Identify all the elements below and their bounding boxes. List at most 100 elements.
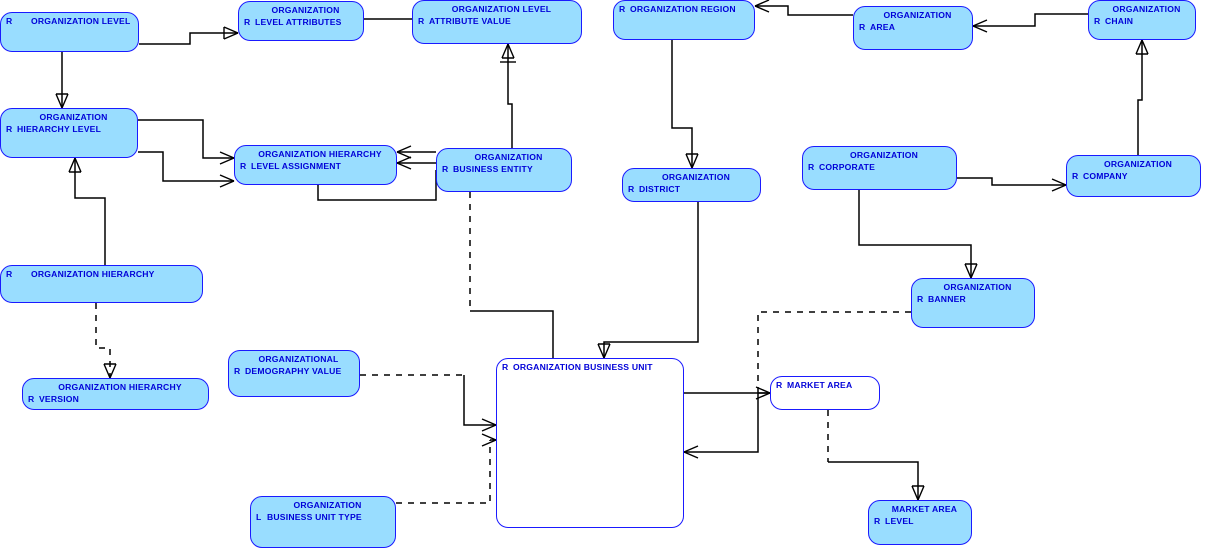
entity-key-marker: R — [874, 515, 881, 526]
connector-hierarchy-to-version — [95, 303, 111, 378]
entity-name-line-1: ORGANIZATION — [293, 500, 362, 510]
crowsfoot-businessunit-left-a — [481, 418, 497, 432]
entity-label-group: ORGANIZATION R BUSINESS ENTITY — [442, 152, 567, 175]
entity-key-marker: R — [6, 16, 13, 26]
entity-name-text: ORGANIZATION LEVEL — [31, 16, 131, 26]
crowsfoot-businessunit-right — [683, 445, 699, 459]
entity-key-marker: R — [6, 269, 13, 279]
entity-name-line-1: ORGANIZATION — [661, 172, 731, 182]
crowsfoot-banner-up — [964, 263, 978, 279]
entity-name-text: MARKET AREA — [787, 380, 853, 390]
crowsfoot-hierarchylevel-down — [68, 157, 82, 173]
entity-organization-business-entity[interactable]: ORGANIZATION R BUSINESS ENTITY — [436, 148, 572, 192]
entity-key-marker: R — [240, 160, 247, 171]
connector-area-to-chain — [973, 13, 1088, 27]
connector-demography-to-businessunit-2 — [463, 375, 496, 426]
entity-name-text: ORGANIZATION REGION — [630, 4, 736, 14]
crowsfoot-company-left — [1051, 178, 1067, 192]
entity-key-marker: R — [917, 293, 924, 304]
connector-hierarchylevel-to-assignment-a — [138, 119, 234, 159]
entity-name-text: BUSINESS ENTITY — [453, 163, 533, 174]
crowsfoot-assignment-a — [219, 151, 235, 165]
entity-name-line-1: ORGANIZATION — [474, 152, 543, 162]
entity-name-text: VERSION — [39, 393, 80, 404]
entity-name-text: CORPORATE — [819, 161, 876, 172]
entity-name-line: R ORGANIZATION LEVEL — [6, 16, 134, 28]
entity-name-line-1: ORGANIZATION HIERARCHY — [258, 149, 382, 159]
entity-name-line-1: ORGANIZATION — [849, 150, 919, 160]
entity-key-marker: R — [244, 16, 251, 27]
entity-key-marker: R — [619, 4, 626, 14]
entity-name-line-1: ORGANIZATION — [943, 282, 1012, 292]
crowsfoot-attrvalue-down — [501, 43, 515, 59]
entity-name-text: DEMOGRAPHY VALUE — [245, 365, 342, 376]
connector-region-to-district — [671, 40, 693, 168]
entity-name-line-2: R BUSINESS ENTITY — [442, 164, 567, 176]
connector-chain-to-company — [1137, 40, 1143, 155]
connector-marketarea-to-businessunit-b — [684, 393, 759, 453]
entity-label-group: R ORGANIZATION LEVEL — [6, 16, 134, 28]
entity-name-line-1: ORGANIZATION — [271, 5, 340, 15]
entity-name-line-2: R HIERARCHY LEVEL — [6, 124, 133, 136]
crowsfoot-assignment-b — [219, 174, 235, 188]
entity-name-text: CHAIN — [1105, 15, 1134, 26]
entity-name-text: DISTRICT — [639, 183, 681, 194]
entity-key-marker: R — [6, 123, 13, 134]
entity-name-line-1: ORGANIZATION LEVEL — [451, 4, 552, 14]
entity-name-line-1: ORGANIZATION — [1103, 159, 1173, 169]
entity-organization-level[interactable]: R ORGANIZATION LEVEL — [0, 12, 139, 52]
entity-name-line-1: ORGANIZATION — [883, 10, 952, 20]
connector-corporate-to-company — [957, 177, 1066, 186]
entity-label-group: ORGANIZATION R LEVEL ATTRIBUTES — [244, 5, 359, 28]
entity-name-line-1: ORGANIZATIONAL — [258, 354, 339, 364]
entity-organization-level-attributes[interactable]: ORGANIZATION R LEVEL ATTRIBUTES — [238, 1, 364, 41]
entity-name-line-1: ORGANIZATION HIERARCHY — [58, 382, 182, 392]
crowsfoot-hierarchylevel-up — [55, 93, 69, 109]
crowsfoot-businessunit-top — [597, 343, 611, 359]
entity-organization-region[interactable]: R ORGANIZATION REGION — [613, 0, 755, 40]
crowsfoot-area-right — [972, 19, 988, 33]
entity-name-text: LEVEL ATTRIBUTES — [255, 16, 342, 27]
entity-name-text: HIERARCHY LEVEL — [17, 123, 102, 134]
crowsfoot-hierarchyversion — [103, 363, 117, 379]
connector-marketarea-to-level-2 — [828, 461, 919, 500]
connector-region-to-area — [755, 5, 853, 16]
entity-key-marker: R — [442, 163, 449, 174]
connector-marketarea-to-businessunit-a — [682, 392, 770, 440]
